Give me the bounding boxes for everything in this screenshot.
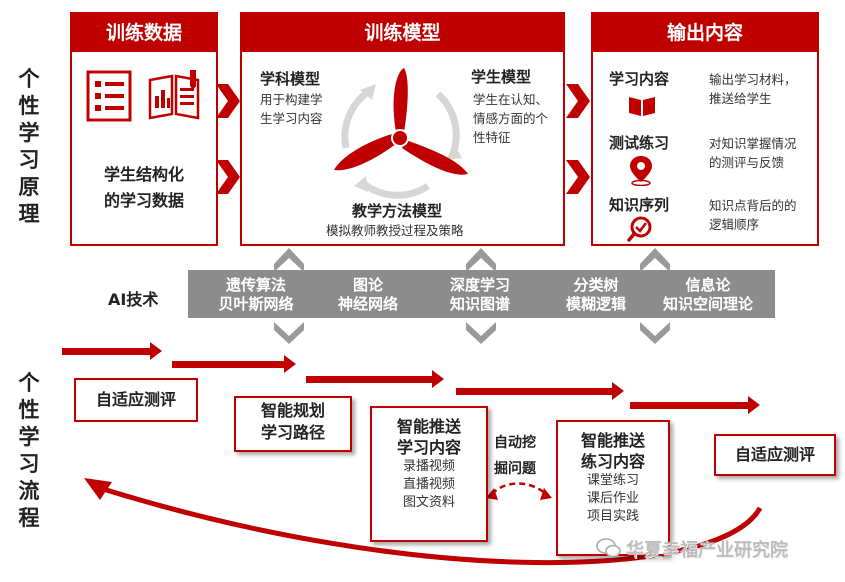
training-data-title: 训练数据 — [72, 14, 216, 52]
output-item-desc: 输出学习材料， 推送给学生 — [709, 72, 797, 106]
training-data-caption: 学生结构化 的学习数据 — [103, 165, 184, 210]
chevron-right-icon — [566, 84, 590, 118]
adaptive-assessment-final-box: 自适应测评 — [714, 434, 836, 476]
chevron-right-icon — [216, 84, 240, 118]
ai-item: 信息论知识空间理论 — [662, 276, 753, 313]
chevron-right-icon — [216, 160, 240, 194]
output-item-desc: 对知识掌握情况 的测评与反馈 — [709, 136, 797, 170]
output-item-title: 知识序列 — [609, 196, 670, 214]
process-side-label: 个 性 学 习 流 程 — [18, 371, 40, 530]
ai-item: 遗传算法贝叶斯网络 — [218, 276, 294, 313]
location-pin-icon — [630, 156, 652, 186]
connector-chevrons — [640, 248, 670, 344]
training-data-panel: 训练数据 学生结构化 的学习数据 — [70, 12, 218, 246]
subject-model-desc: 用于构建学 生学习内容 — [260, 92, 323, 126]
ai-item: 深度学习知识图谱 — [449, 276, 510, 313]
book-icon — [629, 97, 655, 116]
chevron-right-icon — [566, 160, 590, 194]
student-model-desc: 学生在认知、 情感方面的个 性特征 — [473, 92, 549, 145]
principle-side-label: 个 性 学 习 原 理 — [18, 67, 40, 226]
teaching-model-desc: 模拟教师教授过程及策略 — [326, 223, 464, 238]
ai-technology-band — [188, 270, 775, 318]
connector-chevrons — [466, 248, 496, 344]
ai-label: AI技术 — [108, 290, 159, 309]
wechat-logo-icon — [596, 538, 621, 558]
process-flow-arrows — [62, 342, 763, 566]
training-model-panel: 训练模型 学科模型 用于构建学 生学习内容 学生模型 学生在认知、 情感方面的个… — [240, 12, 565, 246]
push-learning-content-box: 智能推送 学习内容 录播视频 直播视频 图文资料 — [370, 406, 488, 542]
output-item-desc: 知识点背后的的 逻辑顺序 — [709, 198, 797, 232]
output-item-title: 测试练习 — [609, 134, 670, 152]
propeller-cycle-diagram — [334, 68, 468, 199]
ai-item: 分类树模糊逻辑 — [565, 276, 626, 313]
report-book-icon — [148, 70, 200, 120]
training-model-title: 训练模型 — [242, 14, 563, 52]
student-model-title: 学生模型 — [471, 68, 532, 86]
ai-item: 图论神经网络 — [337, 276, 398, 313]
teaching-model-title: 教学方法模型 — [352, 202, 443, 220]
adaptive-assessment-box: 自适应测评 — [74, 378, 198, 422]
output-item-title: 学习内容 — [609, 70, 670, 88]
output-panel: 输出内容 学习内容 输出学习材料， 推送给学生 测试练习 对知识掌握情况 的测评… — [591, 12, 819, 246]
connector-chevrons — [274, 248, 304, 344]
subject-model-title: 学科模型 — [260, 70, 321, 88]
smart-path-planning-box: 智能规划 学习路径 — [234, 396, 352, 452]
search-check-icon — [627, 216, 652, 242]
watermark-text: 华夏幸福产业研究院 — [626, 540, 788, 561]
checklist-icon — [86, 70, 132, 122]
auto-mine-questions: 自动挖 掘问题 — [494, 435, 536, 477]
output-title: 输出内容 — [593, 14, 817, 52]
